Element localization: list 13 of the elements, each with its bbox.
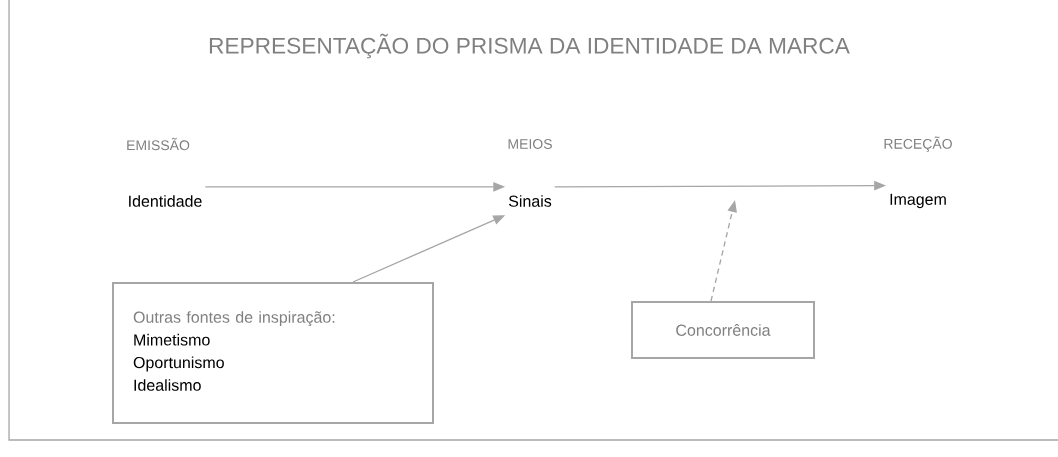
column-heading: RECEÇÃO	[884, 136, 952, 152]
node-text: Sinais	[508, 195, 552, 207]
list-item: Oportunismo	[133, 356, 224, 372]
node-text: Imagem	[890, 193, 946, 209]
column-heading: MEIOS	[508, 139, 552, 149]
node-text: Identidade	[129, 195, 202, 207]
box-heading: Outras fontes de inspiração:	[133, 311, 335, 327]
column-heading: EMISSÃO	[127, 137, 190, 151]
list-item: Idealismo	[134, 379, 201, 391]
text-box	[112, 282, 434, 424]
text-box: Concorrência	[631, 301, 815, 359]
title: REPRESENTAÇÃO DO PRISMA DA IDENTIDADE DA MARCA	[209, 33, 850, 59]
list-item: Mimetismo	[134, 333, 210, 346]
